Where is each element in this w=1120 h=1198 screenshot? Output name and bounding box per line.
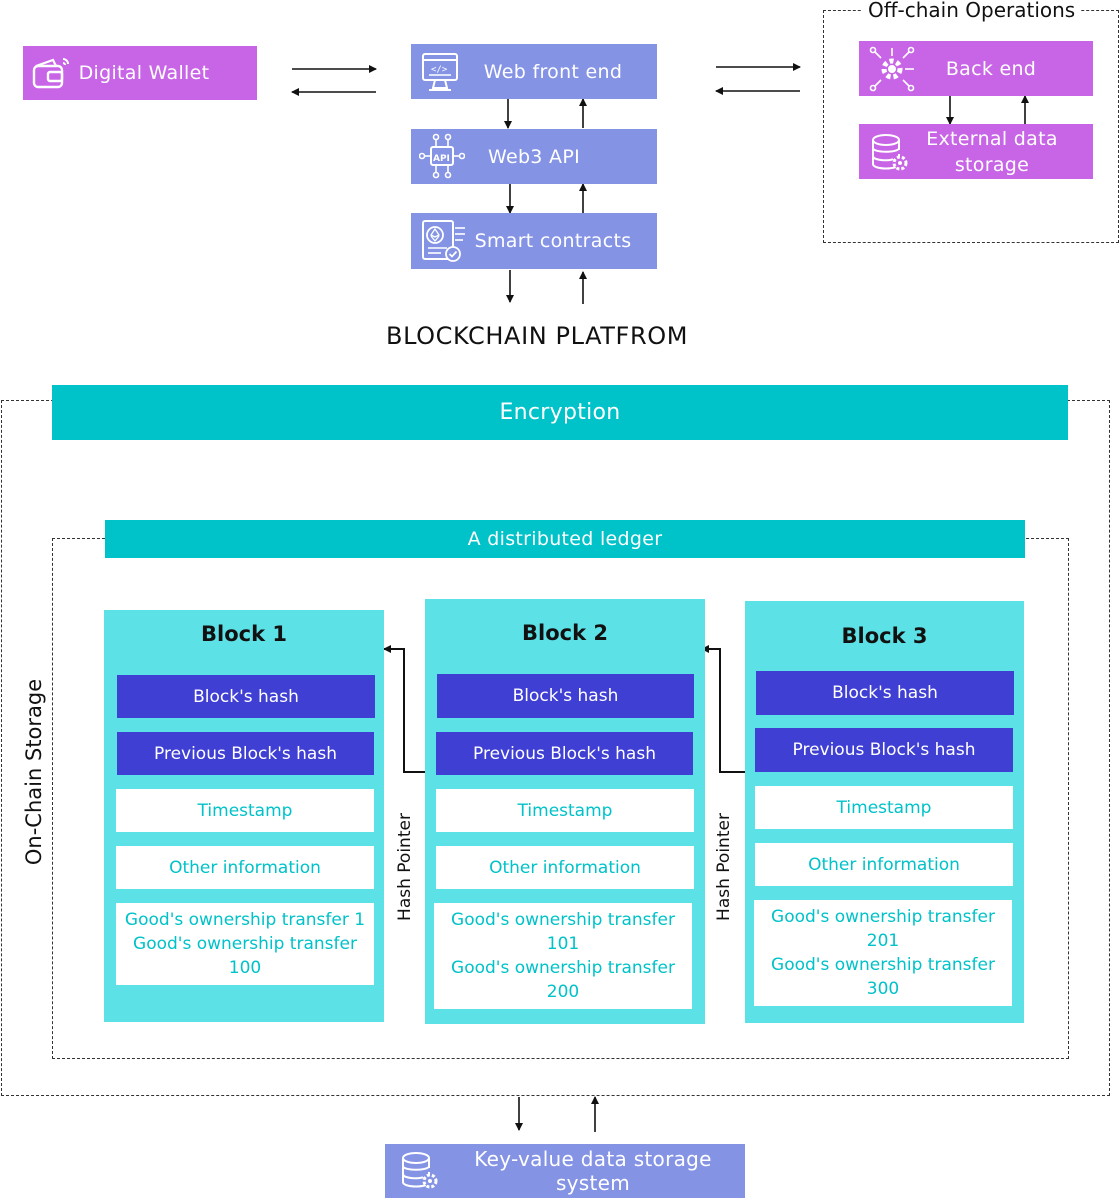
block-2: Block 2 Block's hash Previous Block's ha…	[425, 599, 705, 1024]
block-hash-cell: Block's hash	[437, 674, 694, 718]
other-info-cell: Other information	[436, 846, 694, 889]
external-storage-line1: External data	[926, 127, 1058, 150]
wallet-icon	[32, 58, 69, 89]
back-end-label: Back end	[945, 57, 1037, 80]
transfer-line: Good's ownership transfer	[771, 907, 995, 927]
timestamp-cell: Timestamp	[755, 786, 1013, 829]
gear-network-icon	[869, 46, 915, 92]
back-end-box: Back end	[859, 41, 1093, 96]
block-title: Block 1	[201, 622, 287, 646]
web-front-end-box: </> Web front end	[411, 44, 657, 99]
external-storage-line2: storage	[954, 153, 1030, 176]
block-title: Block 2	[522, 621, 608, 645]
smart-contracts-box: Smart contracts	[411, 213, 657, 269]
timestamp-cell: Timestamp	[116, 789, 374, 832]
transfer-line: Good's ownership transfer 1	[124, 910, 366, 930]
transfers-cell: Good's ownership transfer 1 Good's owner…	[116, 903, 374, 985]
svg-text:</>: </>	[431, 65, 448, 75]
digital-wallet-box: Digital Wallet	[23, 46, 257, 100]
smart-contracts-label: Smart contracts	[474, 230, 632, 252]
web-front-end-label: Web front end	[483, 60, 623, 83]
database-gear-icon	[872, 134, 908, 171]
other-info-cell: Other information	[755, 843, 1013, 886]
transfer-line: 101	[546, 934, 580, 954]
kv-storage-box: Key-value data storage system	[385, 1144, 745, 1198]
transfer-line: 300	[866, 979, 900, 999]
web3-api-box: API Web3 API	[411, 129, 657, 184]
other-info-cell: Other information	[116, 846, 374, 889]
kv-storage-label: Key-value data storage system	[474, 1147, 712, 1195]
timestamp-cell: Timestamp	[436, 789, 694, 832]
block-hash-cell: Block's hash	[117, 675, 375, 718]
ledger-label: A distributed ledger	[467, 528, 663, 550]
transfers-cell: Good's ownership transfer 101 Good's own…	[434, 903, 692, 1009]
external-storage-box: External data storage	[859, 124, 1093, 179]
hash-pointer-arrow-2-to-1	[383, 645, 430, 773]
transfer-line: 100	[228, 958, 262, 978]
svg-text:API: API	[433, 154, 450, 164]
block-1: Block 1 Block's hash Previous Block's ha…	[104, 610, 384, 1022]
platform-title: BLOCKCHAIN PLATFROM	[386, 322, 689, 350]
contract-document-icon	[422, 220, 465, 262]
block-hash-cell: Block's hash	[756, 671, 1014, 715]
block-3: Block 3 Block's hash Previous Block's ha…	[745, 601, 1024, 1023]
transfer-line: Good's ownership transfer	[133, 934, 357, 954]
transfer-line: 200	[546, 982, 580, 1002]
hash-pointer-label-2: Hash Pointer	[714, 813, 734, 921]
api-chip-icon: API	[419, 133, 465, 179]
ledger-bar: A distributed ledger	[105, 520, 1025, 558]
transfer-line: Good's ownership transfer	[451, 910, 675, 930]
offchain-title: Off-chain Operations	[862, 0, 1082, 22]
web3-api-label: Web3 API	[487, 145, 580, 168]
encryption-label: Encryption	[499, 400, 621, 425]
block-title: Block 3	[841, 624, 928, 648]
transfer-line: 201	[866, 931, 900, 951]
hash-pointer-label-1: Hash Pointer	[395, 813, 415, 921]
previous-hash-cell: Previous Block's hash	[436, 732, 693, 775]
onchain-label: On-Chain Storage	[22, 678, 46, 866]
previous-hash-cell: Previous Block's hash	[755, 728, 1013, 772]
code-monitor-icon: </>	[422, 53, 458, 91]
transfer-line: Good's ownership transfer	[451, 958, 675, 978]
transfers-cell: Good's ownership transfer 201 Good's own…	[754, 900, 1012, 1006]
transfer-line: Good's ownership transfer	[771, 955, 995, 975]
hash-pointer-arrow-3-to-2	[701, 645, 746, 773]
encryption-bar: Encryption	[52, 385, 1068, 440]
digital-wallet-label: Digital Wallet	[78, 62, 210, 84]
database-gear-icon	[402, 1152, 438, 1189]
previous-hash-cell: Previous Block's hash	[117, 732, 374, 775]
